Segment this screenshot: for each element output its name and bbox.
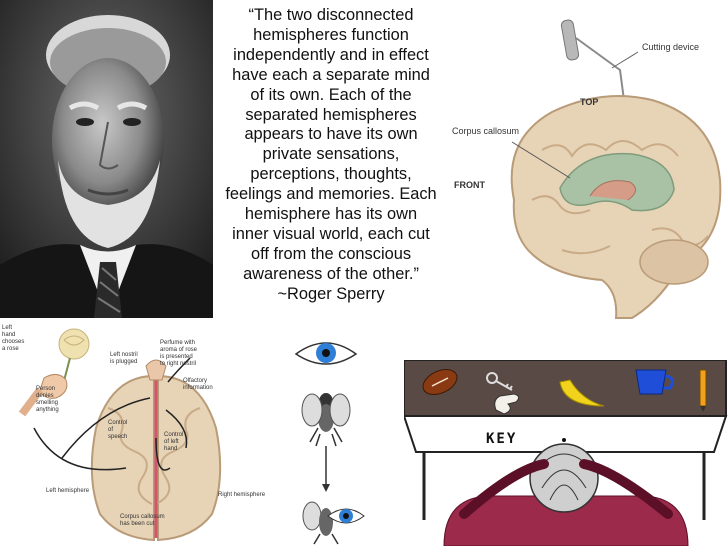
- pencil-icon: [699, 369, 707, 412]
- quote-attribution: ~Roger Sperry: [277, 284, 385, 303]
- roger-sperry-portrait: [0, 0, 213, 318]
- cup-icon: [635, 369, 674, 395]
- left-nostril-label: Left nostril is plugged: [110, 352, 138, 365]
- visual-stimulus-column: [292, 334, 372, 546]
- quote-line: separated hemispheres: [245, 105, 417, 124]
- control-left-hand-label: Control of left hand: [164, 432, 184, 452]
- quote-line: awareness of the other.”: [243, 264, 419, 283]
- fly-icon: [301, 393, 351, 447]
- quote-line: hemisphere has its own: [244, 205, 418, 224]
- control-speech-label: Control of speech: [108, 420, 128, 440]
- banana-icon: [559, 379, 605, 407]
- fly-eye-icon: [302, 501, 365, 545]
- eye-icon: [294, 342, 358, 365]
- football-icon: [422, 368, 458, 396]
- quote-line: off from the conscious: [250, 244, 412, 263]
- hand-icon: [494, 393, 520, 415]
- quote-line: independently and in effect: [233, 45, 429, 64]
- cutting-device-label: Cutting device: [642, 42, 700, 52]
- quote-line: appears to have its own: [244, 125, 418, 144]
- key-word-label: KEY: [486, 431, 518, 447]
- quote-line: of its own. Each of the: [250, 85, 412, 104]
- perfume-label: Perfume with aroma of rose is presented …: [160, 340, 198, 367]
- corpus-cut-label: Corpus callosum has been cut: [120, 514, 165, 527]
- quote-line: private sensations,: [262, 145, 400, 164]
- quote-line: “The two disconnected: [248, 6, 414, 24]
- quote-line: inner visual world, each cut: [232, 224, 430, 243]
- right-hemisphere-label: Right hemisphere: [218, 492, 266, 498]
- olfactory-info-label: Olfactory information: [183, 378, 213, 391]
- quote-line: perceptions, thoughts,: [250, 165, 412, 184]
- screen-divider: [402, 415, 728, 453]
- corpus-callosum-label: Corpus callosum: [452, 126, 520, 136]
- corpus-callosum-cut-diagram: Cutting device TOP Corpus callosum FRONT: [452, 0, 728, 330]
- quote-line: have each a separate mind: [232, 65, 430, 84]
- split-brain-olfactory-diagram: Left hand chooses a rose Left nostril is…: [0, 318, 290, 546]
- person-denies-label: Person denies smelling anything: [36, 386, 59, 413]
- person-back-view: [443, 438, 689, 547]
- key-icon: [486, 372, 513, 391]
- quote-line: hemispheres function: [253, 25, 409, 44]
- quote-line: feelings and memories. Each: [225, 185, 437, 204]
- key-experiment-scene: KEY: [402, 359, 728, 547]
- sperry-quote: “The two disconnected hemispheres functi…: [210, 6, 452, 336]
- arrow-down-icon: [322, 446, 330, 492]
- top-label: TOP: [580, 97, 599, 107]
- brain-top-view-illustration: [18, 328, 222, 542]
- left-hand-label: Left hand chooses a rose: [2, 325, 25, 352]
- brain-sagittal-illustration: [510, 19, 722, 319]
- front-label: FRONT: [454, 180, 485, 190]
- left-hemisphere-label: Left hemisphere: [46, 488, 90, 494]
